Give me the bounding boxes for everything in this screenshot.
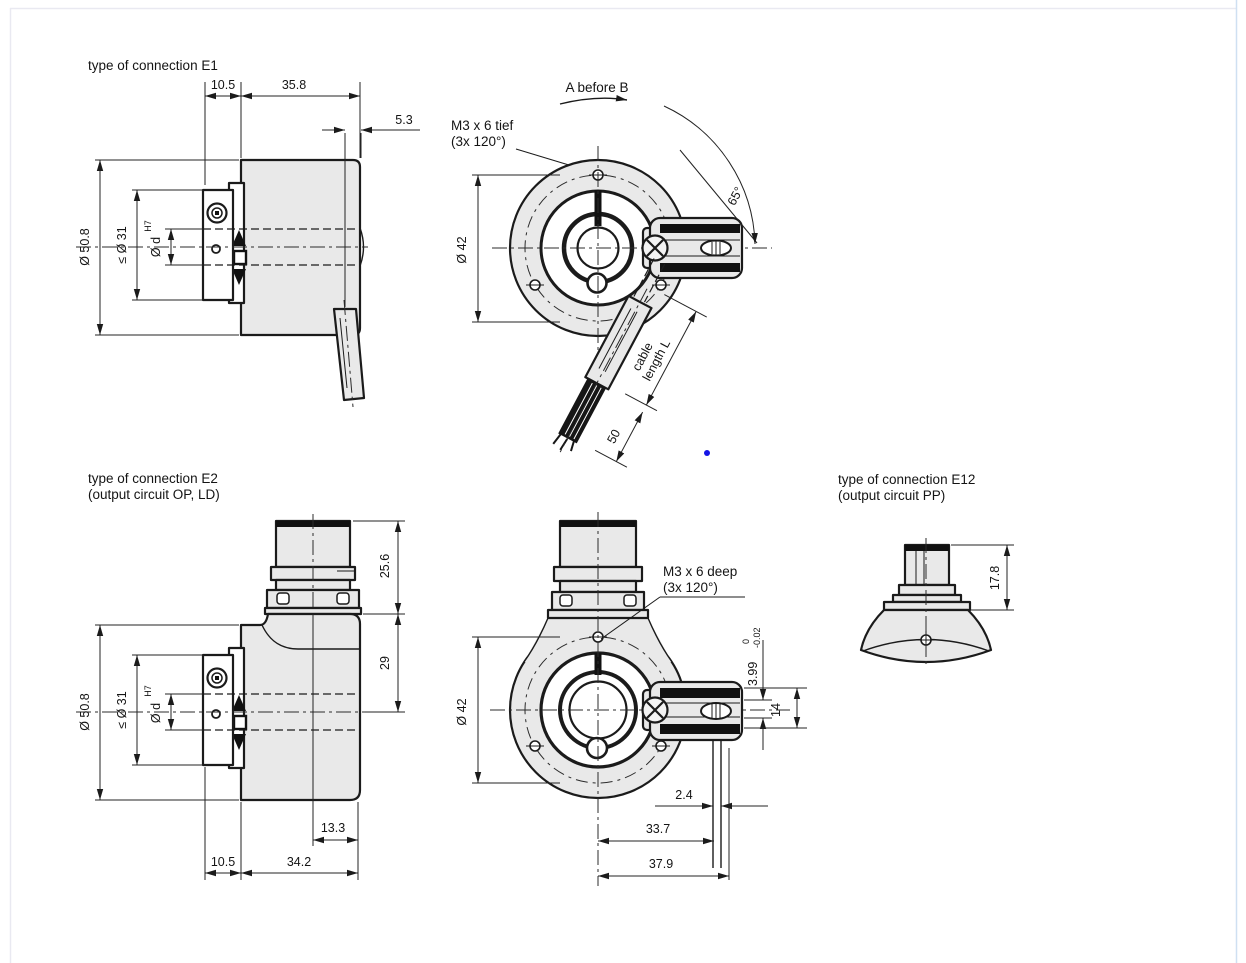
dim-label: ≤ Ø 31	[115, 226, 129, 263]
screw-note: (3x 120°)	[451, 134, 506, 149]
dim-label: 14	[769, 703, 783, 717]
dim-label: 37.9	[649, 857, 673, 871]
spring-washer	[232, 734, 246, 750]
pin-hole	[211, 244, 221, 254]
dim-label: Ø d	[149, 237, 163, 257]
dim-tolerance: 0	[741, 639, 751, 644]
dim-cable-length	[645, 311, 697, 406]
view-e12-side: type of connection E12 (output circuit P…	[838, 472, 1014, 668]
dim-label: Ø 50.8	[78, 693, 92, 731]
top-plate	[882, 600, 972, 612]
spring-washer	[232, 695, 246, 711]
connector-flange	[897, 583, 957, 597]
dim-label: 10.5	[211, 78, 235, 92]
view-e2-front: M3 x 6 deep (3x 120°) 3.99 0 -0.02 14	[455, 512, 807, 886]
stop-pin-hole	[585, 736, 609, 760]
clamp-screw-slot	[215, 211, 219, 215]
leader-line	[600, 596, 661, 640]
dim-tolerance: -0.02	[752, 627, 762, 648]
dim-label: 35.8	[282, 78, 306, 92]
rotation-note: A before B	[565, 80, 628, 95]
pin-hole	[211, 709, 221, 719]
spring-block	[232, 249, 248, 266]
dim-tolerance: H7	[143, 685, 153, 697]
stray-dot	[704, 450, 710, 456]
angle-reference-line	[679, 149, 758, 244]
screw-note: M3 x 6 deep	[663, 564, 737, 579]
dim-label: 5.3	[395, 113, 412, 127]
dim-label: 13.3	[321, 821, 345, 835]
cable-slot	[339, 317, 348, 389]
view-e1-side: type of connection E1 Ø 50.8 ≤ Ø 31	[76, 58, 420, 408]
dim-label: 50	[604, 427, 623, 446]
dim-label: 33.7	[646, 822, 670, 836]
housing-step	[261, 624, 360, 650]
dim-label: 17.8	[988, 566, 1002, 590]
view-e1-front: A before B M3 x 6 tief (3x 120°)	[451, 80, 772, 468]
cable-centerline	[343, 299, 354, 408]
spring-block	[232, 714, 248, 731]
dim-label: Ø d	[149, 703, 163, 723]
dim-label: 34.2	[287, 855, 311, 869]
spring-washer	[232, 230, 246, 246]
view-title: type of connection E12	[838, 472, 975, 487]
view-e2-side: type of connection E2 (output circuit OP…	[76, 471, 405, 880]
clamp-screw-inner	[211, 207, 223, 219]
angle-arc	[663, 105, 758, 245]
dim-cable-stub	[615, 411, 644, 462]
dim-label: 2.4	[675, 788, 692, 802]
dim-tolerance: H7	[143, 220, 153, 232]
dim-label: Ø 42	[455, 236, 469, 263]
dim-label: 10.5	[211, 855, 235, 869]
m3-holes	[526, 631, 670, 752]
dim-label: Ø 50.8	[78, 228, 92, 266]
view-title: (output circuit OP, LD)	[88, 487, 220, 502]
stop-pin-hole	[586, 272, 608, 294]
encoder-body	[239, 612, 362, 802]
dim-label: 25.6	[378, 554, 392, 578]
screw-note: (3x 120°)	[663, 580, 718, 595]
dim-label: 3.99	[746, 662, 760, 686]
view-title: type of connection E2	[88, 471, 218, 486]
view-title: (output circuit PP)	[838, 488, 945, 503]
dim-label: ≤ Ø 31	[115, 691, 129, 728]
dim-label: Ø 42	[455, 698, 469, 725]
spring-washer	[232, 269, 246, 285]
m3-holes	[526, 169, 670, 291]
screw-note: M3 x 6 tief	[451, 118, 514, 133]
view-title: type of connection E1	[88, 58, 218, 73]
connector-body	[903, 543, 951, 587]
dim-label: 29	[378, 656, 392, 670]
rotation-arrow	[559, 95, 628, 105]
